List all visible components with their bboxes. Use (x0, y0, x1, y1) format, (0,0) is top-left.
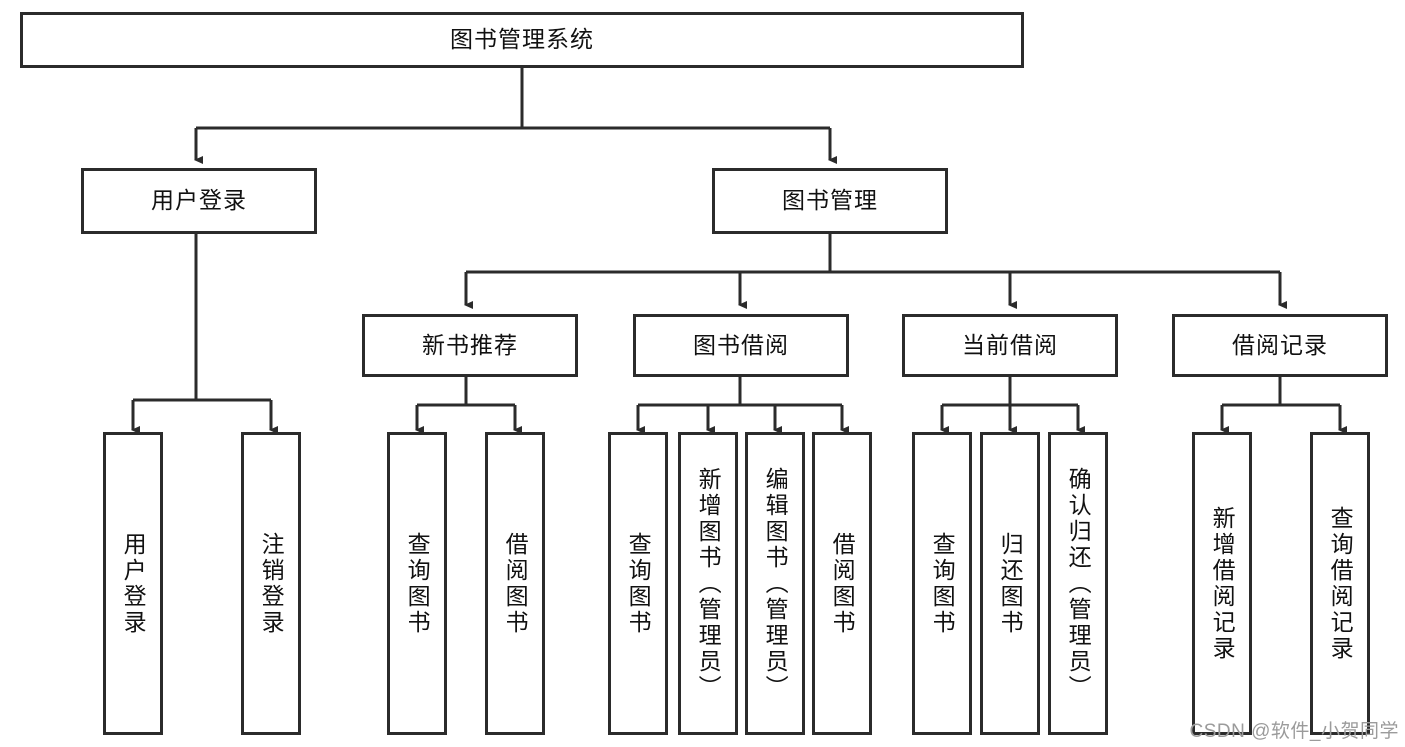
node-label: 注销登录 (258, 531, 285, 636)
leaf-new-book-query-book[interactable]: 查询图书 (387, 432, 447, 735)
node-label: 借阅图书 (829, 531, 856, 636)
node-label: 新增图书（管理员） (695, 466, 722, 701)
node-label: 编辑图书（管理员） (762, 466, 789, 701)
node-label: 归还图书 (997, 531, 1024, 636)
leaf-book-borrow-query-book[interactable]: 查询图书 (608, 432, 668, 735)
leaf-book-borrow-add-book-admin[interactable]: 新增图书（管理员） (678, 432, 738, 735)
leaf-current-borrow-return-book[interactable]: 归还图书 (980, 432, 1040, 735)
node-label: 查询图书 (929, 531, 956, 636)
leaf-current-borrow-confirm-return-admin[interactable]: 确认归还（管理员） (1048, 432, 1108, 735)
node-label: 新书推荐 (422, 331, 518, 358)
node-book-management[interactable]: 图书管理 (712, 168, 948, 234)
leaf-user-login-login[interactable]: 用户登录 (103, 432, 163, 735)
leaf-borrow-record-add-record[interactable]: 新增借阅记录 (1192, 432, 1252, 735)
node-label: 查询借阅记录 (1327, 505, 1354, 662)
leaf-current-borrow-query-book[interactable]: 查询图书 (912, 432, 972, 735)
node-label: 用户登录 (120, 531, 147, 636)
node-root-book-management-system[interactable]: 图书管理系统 (20, 12, 1024, 68)
node-book-borrow[interactable]: 图书借阅 (633, 314, 849, 377)
node-label: 当前借阅 (962, 331, 1058, 358)
leaf-book-borrow-borrow-book[interactable]: 借阅图书 (812, 432, 872, 735)
node-new-book-recommend[interactable]: 新书推荐 (362, 314, 578, 377)
leaf-user-login-logout[interactable]: 注销登录 (241, 432, 301, 735)
leaf-book-borrow-edit-book-admin[interactable]: 编辑图书（管理员） (745, 432, 805, 735)
node-current-borrow[interactable]: 当前借阅 (902, 314, 1118, 377)
node-borrow-record[interactable]: 借阅记录 (1172, 314, 1388, 377)
node-label: 查询图书 (404, 531, 431, 636)
node-label: 新增借阅记录 (1209, 505, 1236, 662)
node-label: 借阅记录 (1232, 331, 1328, 358)
node-label: 查询图书 (625, 531, 652, 636)
node-label: 图书管理 (782, 187, 878, 214)
node-user-login[interactable]: 用户登录 (81, 168, 317, 234)
node-label: 图书借阅 (693, 331, 789, 358)
leaf-borrow-record-query-record[interactable]: 查询借阅记录 (1310, 432, 1370, 735)
node-label: 图书管理系统 (450, 26, 594, 53)
node-label: 用户登录 (151, 187, 247, 214)
leaf-new-book-borrow-book[interactable]: 借阅图书 (485, 432, 545, 735)
node-label: 确认归还（管理员） (1065, 466, 1092, 701)
node-label: 借阅图书 (502, 531, 529, 636)
